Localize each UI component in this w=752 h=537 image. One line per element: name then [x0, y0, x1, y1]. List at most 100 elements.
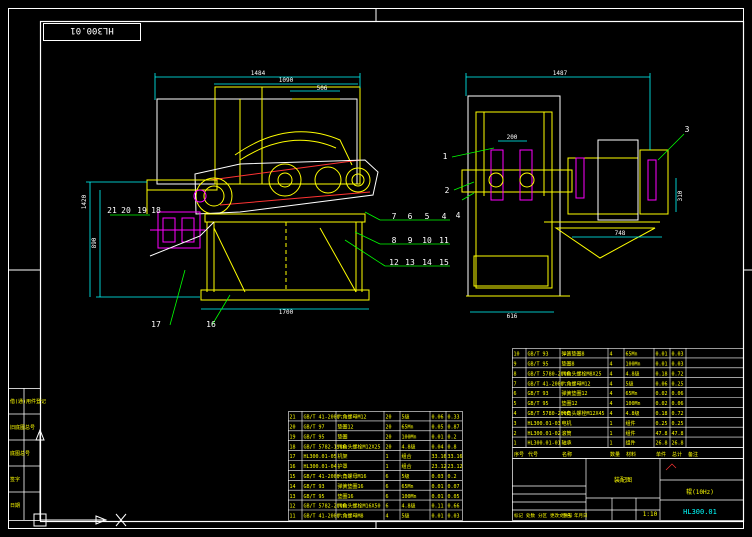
- front-view-balloons: 7 6 5 4 8 9 10 11 12 13 14 15 21 20 19 1…: [107, 206, 449, 329]
- bom-left-cell: 0.06: [432, 415, 444, 421]
- bom-left-cell: 六角头螺栓M12X25: [338, 443, 381, 450]
- bom-left-cell: 14: [290, 484, 296, 490]
- bom-left-cell: 0.07: [448, 484, 460, 490]
- mirrored-drawing-number: HL300.01: [70, 25, 113, 35]
- bom-right-cell: GB/T 95: [528, 401, 549, 407]
- bom-right-cell: 2: [514, 431, 517, 437]
- strip-label: 日期: [10, 503, 20, 509]
- bom-left-cell: GB/T 5782-2000: [304, 504, 346, 510]
- bom-right-cell: 组件: [626, 430, 636, 437]
- bom-right-cell: HL300.01-02: [528, 431, 561, 437]
- bom-left-cell: 19: [290, 434, 296, 440]
- bom-left-cell: 17: [290, 454, 296, 460]
- bom-left-cell: GB/T 93: [304, 484, 325, 490]
- bom-right-cell: 弹簧垫圈12: [562, 390, 588, 397]
- bom-left-cell: 六角螺母M8: [338, 513, 364, 520]
- product-name: 辊(10Hz): [686, 488, 714, 496]
- bom-right-cell: HL300.01-03: [528, 421, 561, 427]
- bom-right-cell: 1: [514, 441, 517, 447]
- bom-left-cell: 5级: [402, 414, 410, 421]
- bom-right-cell: 4: [610, 362, 613, 368]
- bom-header: 序号代号名称数量材料单件总计备注: [512, 447, 744, 459]
- bom-right-cell: 3: [514, 421, 517, 427]
- bom-left-cell: GB/T 95: [304, 434, 325, 440]
- balloon: 6: [408, 212, 413, 221]
- bom-left-cell: 垫圈: [338, 433, 348, 440]
- balloon: 4: [442, 212, 447, 221]
- balloon: 11: [439, 236, 449, 245]
- balloon: 5: [425, 212, 430, 221]
- bom-left-cell: 20: [290, 425, 296, 431]
- bom-right-cell: 六角头螺栓M8X25: [562, 370, 602, 377]
- bom-right-cell: 组件: [626, 440, 636, 447]
- bom-left-cell: 0.03: [432, 474, 444, 480]
- bom-left-table: [288, 411, 463, 521]
- front-view-dim-text: 1484 1090 506 1420 890 1700: [81, 70, 328, 316]
- bom-left-cell: 0.2: [448, 474, 457, 480]
- bom-left-cell: 六角螺母M16: [338, 473, 367, 480]
- dim-front-inner: 506: [317, 85, 328, 92]
- bom-right-cell: 轴承: [562, 440, 572, 447]
- bom-right-cell: 4: [610, 381, 613, 387]
- bom-right-cell: 4: [610, 371, 613, 377]
- bom-right-cell: 0.06: [656, 381, 668, 387]
- bom-header-cell: 单件: [656, 451, 666, 458]
- bom-right-cell: 100Mn: [626, 401, 641, 407]
- bom-right-cell: 0.25: [672, 381, 684, 387]
- bom-left-cell: 0.8: [448, 444, 457, 450]
- title-block: [512, 458, 744, 521]
- bom-right-cell: 电机: [562, 420, 572, 427]
- bom-left-cell: 0.05: [432, 425, 444, 431]
- dim-side-base: 616: [507, 313, 518, 320]
- scale-label: 1:10: [643, 511, 658, 518]
- bom-left-cell: 六角头螺栓M16X50: [338, 503, 381, 510]
- bom-right-cell: 组件: [626, 420, 636, 427]
- side-view-balloons: 1 2 3 4: [443, 125, 690, 220]
- bom-right-cell: 5: [514, 401, 517, 407]
- bom-left-cell: 0.87: [448, 425, 460, 431]
- bom-header-cell: 序号: [514, 451, 524, 458]
- mirrored-number-box: HL300.01: [43, 23, 141, 41]
- bom-right-cell: GB/T 93: [528, 391, 549, 397]
- dim-side-small: 310: [677, 190, 684, 201]
- side-view-leaders: [451, 133, 685, 201]
- bom-right-cell: 0.06: [672, 401, 684, 407]
- bom-left-cell: 13: [290, 494, 296, 500]
- bom-left-cell: GB/T 41-2000: [304, 474, 340, 480]
- bom-left-cell: 12: [290, 504, 296, 510]
- bom-left-cell: 33.16: [432, 454, 447, 460]
- balloon: 21: [107, 206, 117, 215]
- bom-left-cell: 18: [290, 444, 296, 450]
- strip-label: 借(通)用件登记: [10, 398, 46, 405]
- bom-left-cell: 0.2: [448, 434, 457, 440]
- bom-right-cell: 垫圈8: [562, 361, 575, 368]
- revision-cell: 签名: [562, 512, 571, 519]
- bom-right-cell: 5级: [626, 380, 634, 387]
- bom-left-cell: 6: [386, 484, 389, 490]
- bom-right-cell: 65Mn: [626, 391, 638, 397]
- bom-left-cell: 21: [290, 415, 296, 421]
- outer-frame: [8, 8, 752, 529]
- bom-right-cell: 弹簧垫圈8: [562, 351, 585, 358]
- drawing-number: HL300.01: [683, 508, 717, 516]
- bom-right-cell: 0.06: [672, 391, 684, 397]
- bom-left-cell: 垫圈16: [338, 493, 354, 500]
- revision-cell: 年月日: [574, 512, 588, 519]
- bom-left-cell: 0.01: [432, 484, 444, 490]
- bom-right-cell: 滚筒: [562, 430, 572, 437]
- dim-side-inner: 200: [507, 134, 518, 141]
- balloon: 1: [443, 152, 448, 161]
- bom-left-cell: 6: [386, 494, 389, 500]
- bom-right-cell: 0.18: [656, 371, 668, 377]
- balloon: 15: [439, 258, 449, 267]
- bom-left-cell: 5级: [402, 513, 410, 520]
- bom-right-cell: 0.25: [656, 421, 668, 427]
- bom-left-cell: 0.01: [432, 434, 444, 440]
- bom-left-cell: 0.03: [448, 514, 460, 520]
- bom-left-cell: 机架: [338, 453, 348, 460]
- dim-side-overall: 1487: [553, 70, 568, 77]
- bom-left-cell: 4: [386, 514, 389, 520]
- dim-front-base: 1700: [279, 309, 294, 316]
- bom-right-cell: 4.8级: [626, 410, 640, 417]
